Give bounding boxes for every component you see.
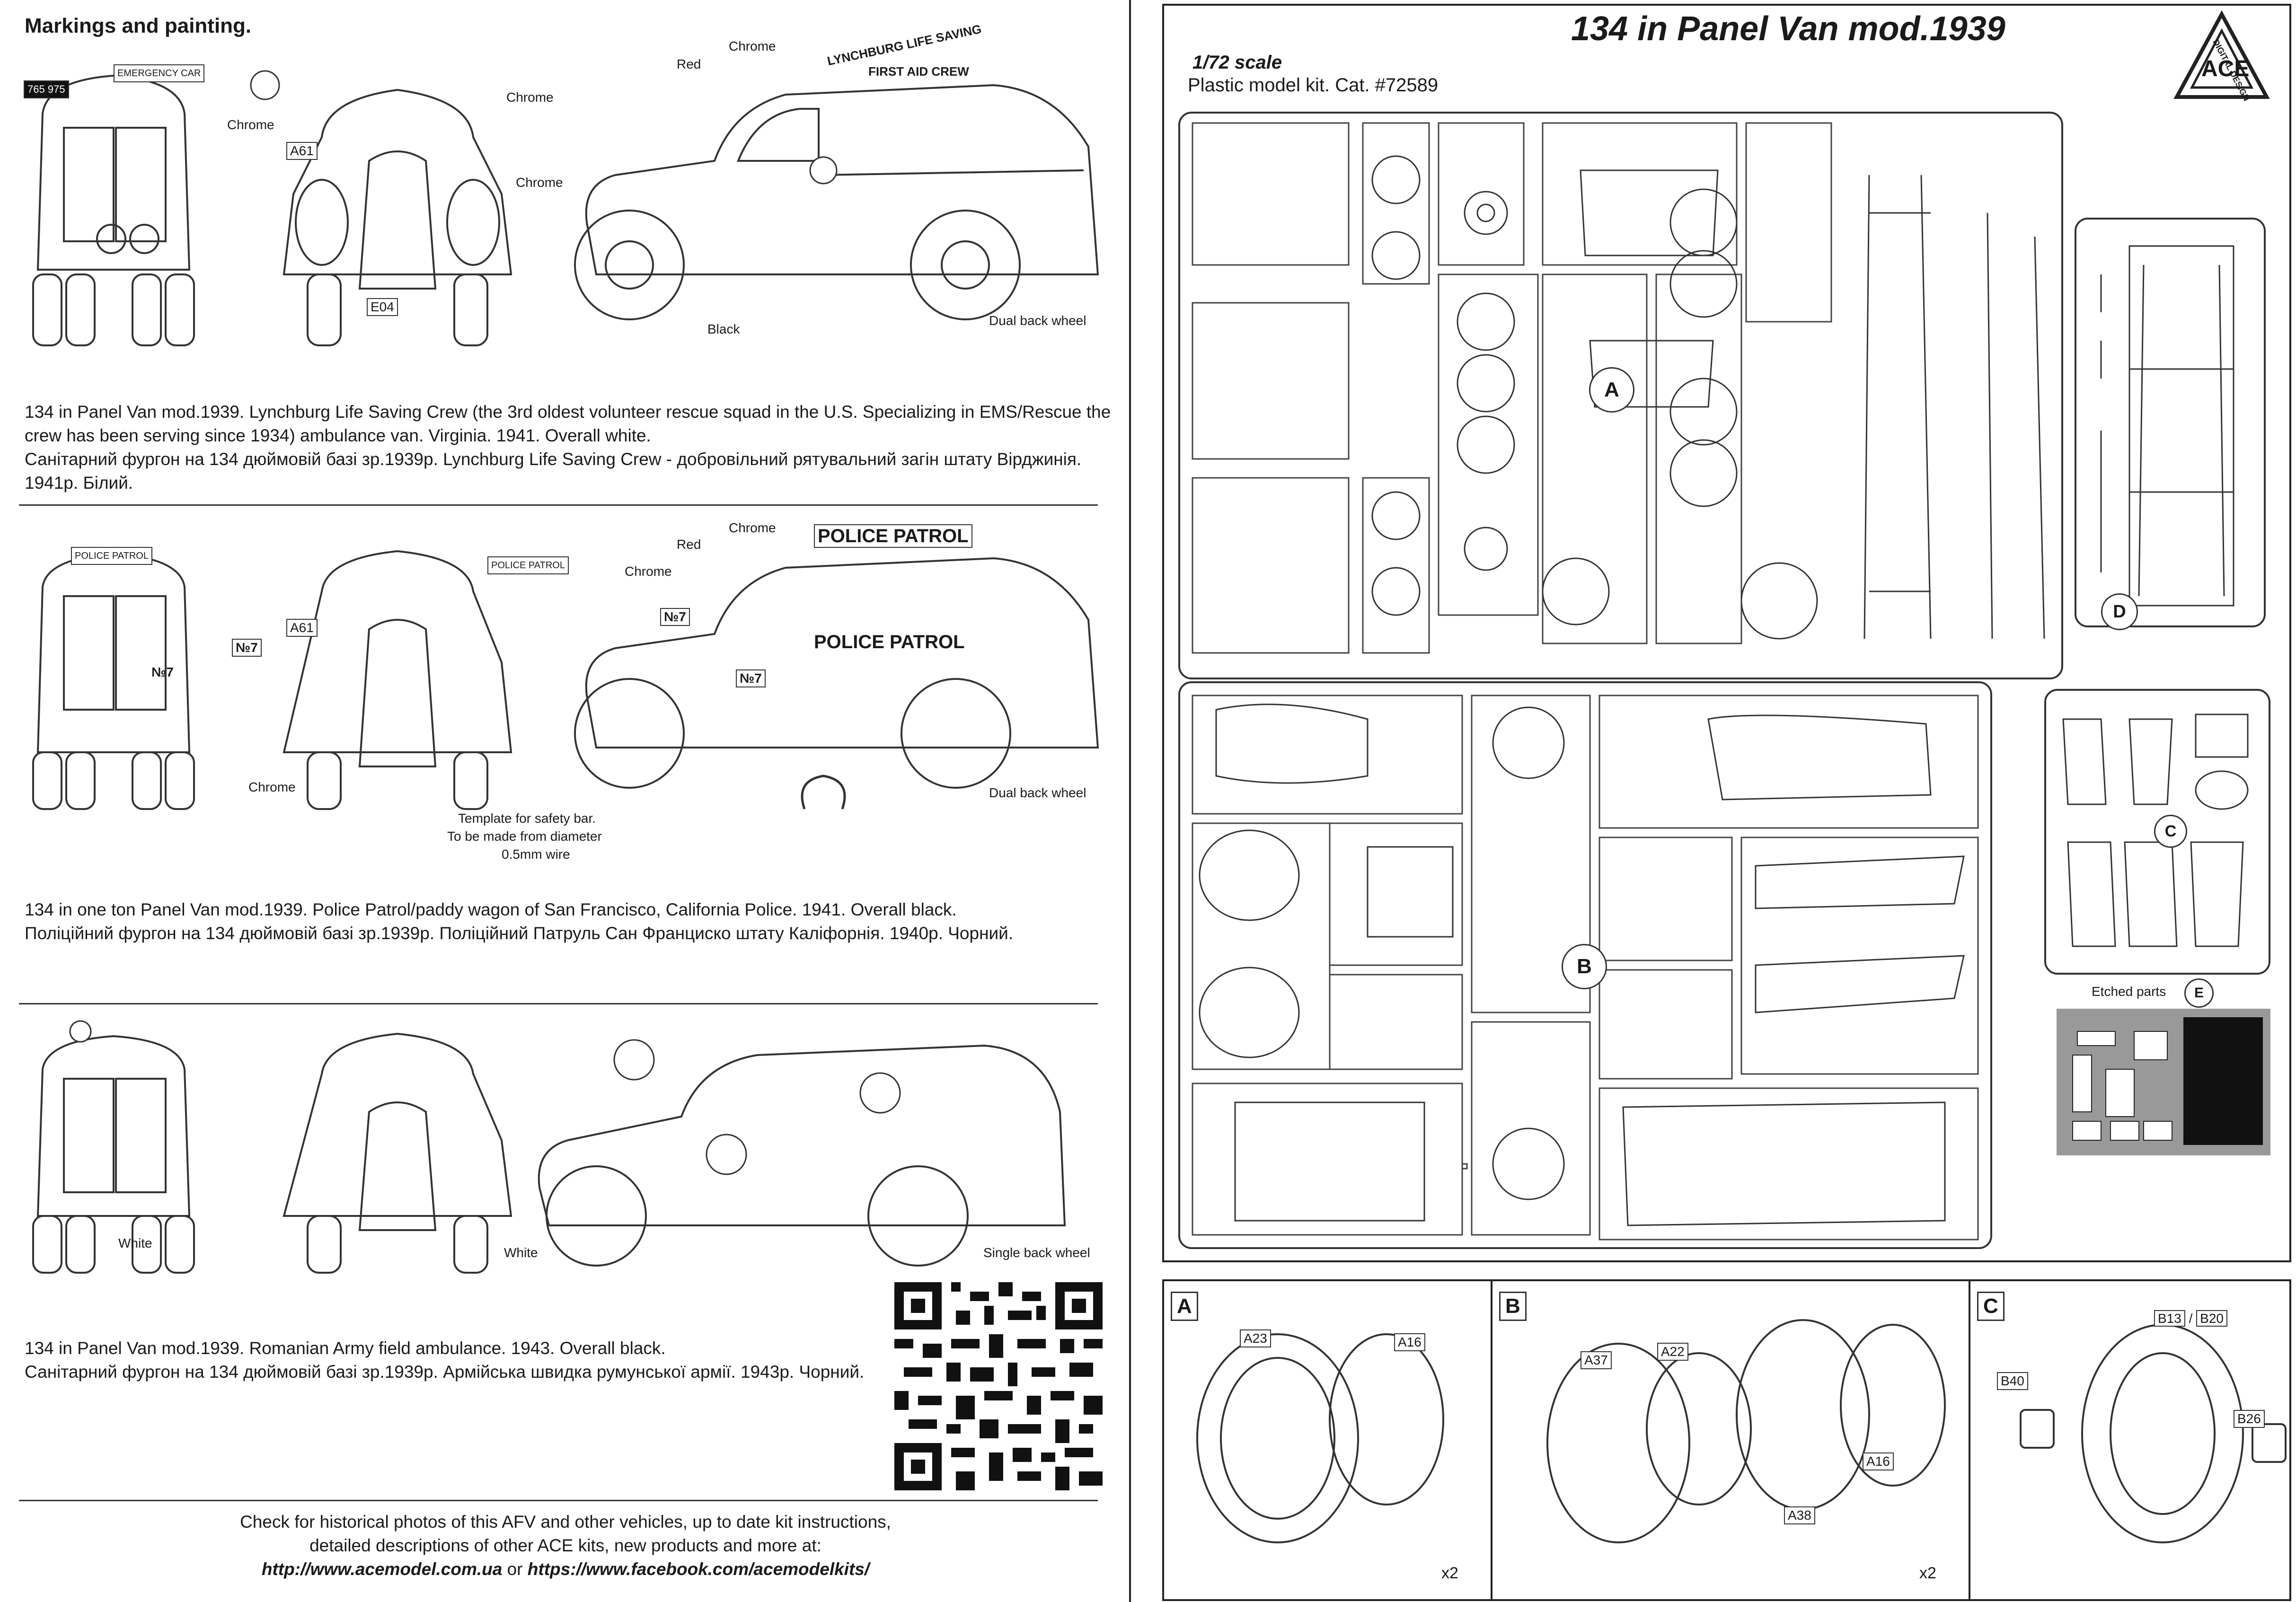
sprue-b-parts xyxy=(1192,695,1979,1241)
sprue-a-label: A xyxy=(1589,367,1634,413)
no7-label: №7 xyxy=(736,669,766,687)
qty-b: x2 xyxy=(1919,1564,1936,1582)
sprue-c xyxy=(2044,689,2270,975)
divider-vertical xyxy=(1491,1279,1492,1601)
template-note: 0.5mm wire xyxy=(502,847,570,862)
label-white: White xyxy=(504,1245,538,1260)
plate-label: 765 975 xyxy=(24,80,69,98)
template-note: To be made from diameter xyxy=(447,829,602,844)
label-chrome: Chrome xyxy=(248,780,296,794)
part-a22: A22 xyxy=(1657,1343,1688,1361)
facebook-link[interactable]: https://www.facebook.com/acemodelkits/ xyxy=(527,1559,870,1579)
police-patrol-small: POLICE PATROL xyxy=(71,547,152,565)
emergency-label: EMERGENCY CAR xyxy=(114,64,205,82)
label-red: Red xyxy=(677,57,701,71)
website-link[interactable]: http://www.acemodel.com.ua xyxy=(261,1559,503,1579)
markings-panel xyxy=(0,0,1131,1602)
sprue-a-parts xyxy=(1192,122,2045,654)
scheme3-desc-ua: Санітарний фургон на 134 дюймовій базі з… xyxy=(25,1362,865,1382)
label-red: Red xyxy=(677,537,701,552)
divider xyxy=(19,1003,1098,1004)
a61-label: A61 xyxy=(286,142,318,160)
no7-label: №7 xyxy=(660,608,690,626)
etched-parts xyxy=(2072,1031,2172,1141)
scheme1-desc-en: 134 in Panel Van mod.1939. Lynchburg Lif… xyxy=(25,402,1111,445)
assembly-c-label: C xyxy=(1977,1292,2005,1321)
part-b13-b20: B13 / B20 xyxy=(2154,1310,2227,1327)
ace-logo xyxy=(2173,10,2270,99)
footer-links: http://www.acemodel.com.ua or https://ww… xyxy=(0,1559,1131,1579)
sprue-d-label: D xyxy=(2101,593,2138,630)
label-dual-wheel: Dual back wheel xyxy=(989,313,1086,328)
part-b40: B40 xyxy=(1997,1372,2028,1390)
no7-rear: №7 xyxy=(151,665,174,679)
label-chrome: Chrome xyxy=(625,564,672,579)
scheme2-drawings xyxy=(32,550,1099,810)
qr-code xyxy=(894,1282,1103,1490)
scheme3-drawings xyxy=(32,1020,1066,1274)
part-sep: / xyxy=(2189,1311,2193,1326)
label-chrome: Chrome xyxy=(516,175,563,190)
footer-line1: Check for historical photos of this AFV … xyxy=(240,1512,891,1532)
part-b26: B26 xyxy=(2234,1410,2265,1428)
template-note: Template for safety bar. xyxy=(458,811,596,826)
part-a23: A23 xyxy=(1240,1329,1271,1347)
label-white: White xyxy=(118,1236,152,1250)
part-a16: A16 xyxy=(1394,1333,1425,1351)
part-a16: A16 xyxy=(1863,1452,1894,1470)
sprue-b xyxy=(1178,681,1992,1249)
scheme3-desc-en: 134 in Panel Van mod.1939. Romanian Army… xyxy=(25,1338,666,1358)
kit-subtitle: Plastic model kit. Cat. #72589 xyxy=(1188,75,1439,96)
assembly-drawings xyxy=(1196,1319,2287,1543)
assembly-b-label: B xyxy=(1499,1292,1527,1321)
footer-line2: detailed descriptions of other ACE kits,… xyxy=(309,1536,821,1555)
a61-label: A61 xyxy=(286,619,318,637)
police-patrol-label: POLICE PATROL xyxy=(814,524,972,548)
qty-a: x2 xyxy=(1441,1564,1458,1582)
etched-label: Etched parts xyxy=(2092,984,2166,999)
label-dual-wheel: Dual back wheel xyxy=(989,785,1086,800)
sprue-d xyxy=(2075,218,2266,627)
label-chrome: Chrome xyxy=(729,39,776,53)
label-chrome: Chrome xyxy=(506,90,554,105)
label-chrome: Chrome xyxy=(227,117,274,132)
divider xyxy=(19,1500,1098,1501)
e04-label: E04 xyxy=(367,298,398,316)
truck-text-2: FIRST AID CREW xyxy=(868,64,969,79)
scheme2-desc-ua: Поліційний фургон на 134 дюймовій базі з… xyxy=(25,924,1014,943)
scheme1-desc-ua: Санітарний фургон на 134 дюймовій базі з… xyxy=(25,449,1082,493)
label-single-wheel: Single back wheel xyxy=(983,1245,1090,1260)
ace-logo-text: ACE xyxy=(2201,56,2250,81)
police-patrol-side: POLICE PATROL xyxy=(814,632,965,652)
sprue-c-label: C xyxy=(2154,815,2187,848)
sprue-c-parts xyxy=(2062,713,2249,947)
part-b20: B20 xyxy=(2196,1310,2227,1327)
label-chrome: Chrome xyxy=(729,520,776,535)
assembly-a-label: A xyxy=(1171,1292,1198,1321)
divider-vertical xyxy=(1969,1279,1970,1601)
sprue-a xyxy=(1178,112,2063,679)
sprue-e-label: E xyxy=(2184,978,2214,1008)
or-text: or xyxy=(502,1559,528,1579)
scheme1-drawings xyxy=(32,70,1099,346)
etched-fret-dark xyxy=(2183,1017,2263,1145)
part-a38: A38 xyxy=(1784,1506,1815,1524)
sprue-b-label: B xyxy=(1562,944,1607,989)
sprue-panel xyxy=(1162,4,2291,1262)
sprue-d-parts xyxy=(2100,245,2234,607)
label-black: Black xyxy=(707,322,740,336)
assembly-panel xyxy=(1162,1279,2291,1601)
markings-heading: Markings and painting. xyxy=(25,14,252,37)
part-b13: B13 xyxy=(2154,1310,2185,1327)
kit-scale: 1/72 scale xyxy=(1192,52,1282,73)
kit-title: 134 in Panel Van mod.1939 xyxy=(1571,10,2005,48)
divider xyxy=(19,504,1098,506)
scheme2-desc-en: 134 in one ton Panel Van mod.1939. Polic… xyxy=(25,900,957,919)
part-a37: A37 xyxy=(1581,1351,1612,1369)
no7-label: №7 xyxy=(232,639,262,657)
police-patrol-small: POLICE PATROL xyxy=(487,556,569,574)
